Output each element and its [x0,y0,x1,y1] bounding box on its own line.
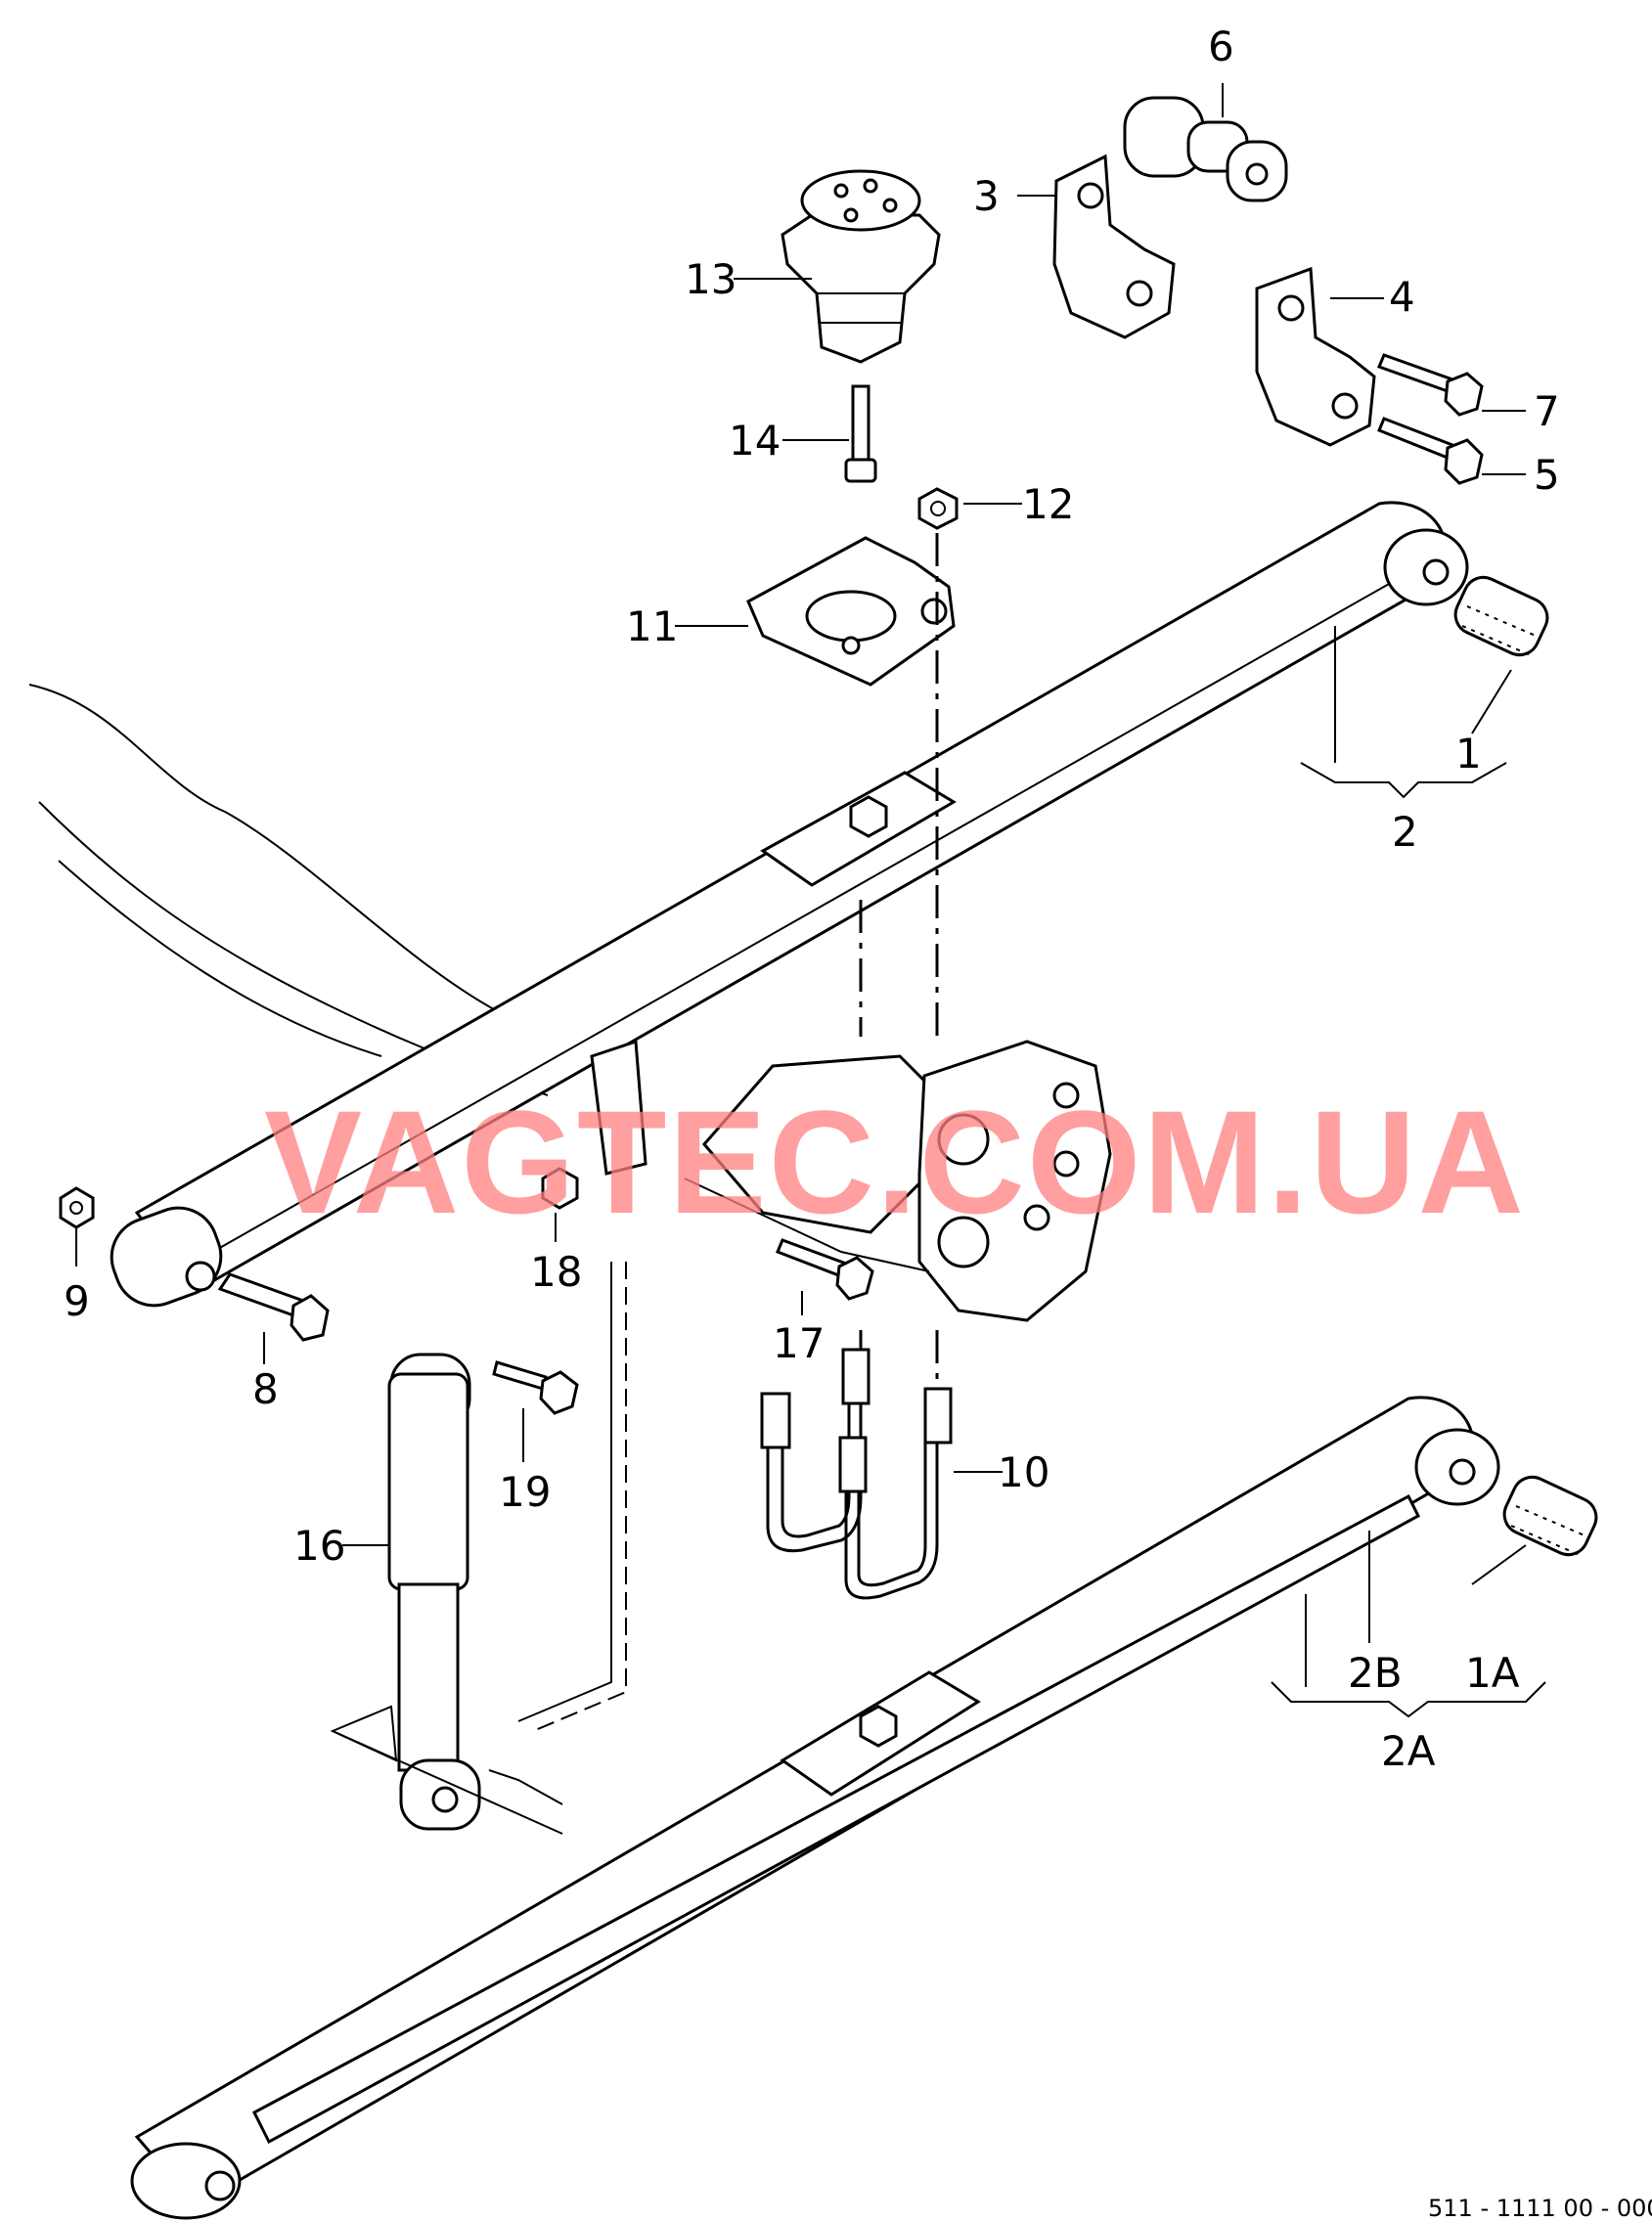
axle-bracket[interactable] [590,1039,1112,1322]
u-bolts-10[interactable] [760,1348,953,1600]
callout-8: 8 [252,1365,279,1413]
bolt-7[interactable] [1377,353,1484,417]
nut-12[interactable] [917,487,959,530]
bolt-8[interactable] [217,1272,330,1342]
nut-9[interactable] [59,1186,95,1229]
shock-absorber-16[interactable] [387,1353,481,1831]
callout-4: 4 [1389,273,1415,321]
callout-5: 5 [1534,451,1560,499]
callout-6: 6 [1208,22,1234,70]
callout-7: 7 [1534,387,1560,435]
nut-18[interactable] [541,1167,579,1210]
callout-13: 13 [685,255,737,303]
spring-bushing-1[interactable] [1450,571,1554,661]
callout-17: 17 [773,1319,825,1367]
leaf-spring-lower-2A[interactable] [134,1396,1475,2207]
callout-1A: 1A [1465,1649,1520,1697]
spring-eye-front-lower [1414,1428,1500,1506]
shackle-bracket-4[interactable] [1255,266,1376,447]
spring-pad-11[interactable] [746,536,956,687]
spring-eye-rear-upper [110,1206,223,1308]
shock-mount-planes [330,1262,627,1835]
callout-3: 3 [973,172,1000,220]
callout-18: 18 [530,1248,582,1296]
callout-2B: 2B [1348,1649,1403,1697]
leader-lines [75,83,1546,1718]
bolt-17[interactable] [776,1238,874,1301]
bolt-14[interactable] [844,384,877,483]
spring-eye-front-upper [1383,528,1469,606]
callout-9: 9 [64,1277,90,1325]
watermark: VAGTEC.COM.UA [264,1080,1526,1244]
callout-10: 10 [998,1448,1049,1496]
callout-2: 2 [1392,808,1418,856]
bolt-5[interactable] [1377,417,1484,485]
shackle-bushing-6[interactable] [1123,96,1288,202]
spring-bushing-1A[interactable] [1498,1471,1603,1561]
shackle-bracket-3[interactable] [1052,154,1176,339]
callout-19: 19 [499,1468,551,1516]
callout-12: 12 [1022,480,1074,528]
callout-14: 14 [729,417,781,465]
spring-eye-rear-lower [130,2142,242,2220]
bolt-19[interactable] [492,1360,579,1415]
callout-labels: 6 3 4 7 5 13 14 12 11 1 2 9 18 17 8 10 1… [64,22,1560,1775]
callout-11: 11 [626,602,678,650]
bump-stop-13[interactable] [781,169,941,364]
drawing-code: 511 - 1111 00 - 0000 [1428,2195,1652,2222]
callout-2A: 2A [1381,1727,1436,1775]
callout-16: 16 [293,1522,345,1570]
callout-1: 1 [1455,730,1482,778]
